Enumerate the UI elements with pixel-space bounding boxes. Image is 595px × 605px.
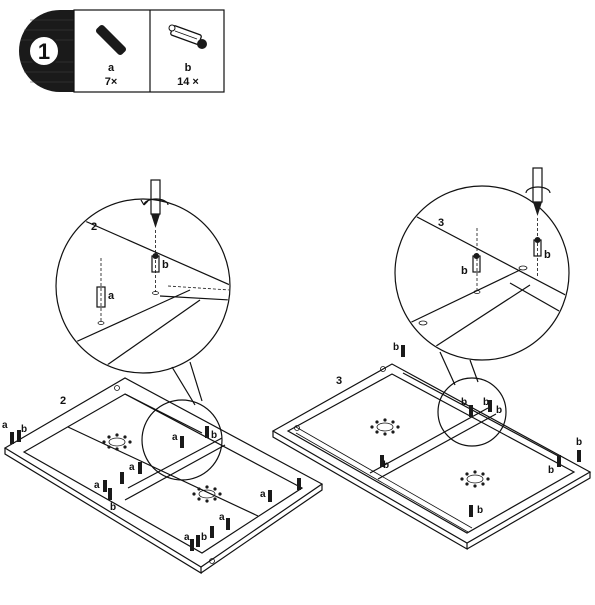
callout-b: b [483,397,489,408]
rosette-icon [370,418,400,436]
callout-b: b [477,505,483,516]
part-a-qty: 7× [105,76,118,88]
fastener-group-left [10,426,301,551]
connector-b-zoom-left [151,253,160,273]
callout-a-zoom-left: a [108,290,115,302]
connector-b-zoom-right-2 [472,253,481,273]
left-zoom-label: 2 [91,221,97,233]
callout-a: a [184,532,190,543]
callout-a: a [219,512,225,523]
right-board: 3 b b b b b b b b [271,342,592,551]
callout-a: a [129,462,135,473]
left-board-label: 2 [60,395,66,407]
step-number: 1 [38,39,50,64]
callout-b: b [21,424,27,435]
callout-a: a [94,480,100,491]
fastener-group-right [380,345,581,517]
connector-b-icon [168,24,207,49]
rosette-icon [102,433,132,451]
callout-b: b [496,405,502,416]
screwdriver-icon [525,167,551,216]
callout-b: b [576,437,582,448]
part-b-letter: b [185,62,192,74]
left-zoom-detail: 2 b a [55,179,231,374]
callout-a: a [2,420,8,431]
callout-b: b [383,460,389,471]
dowel-a-icon [95,24,127,56]
right-board-label: 3 [336,375,342,387]
step-badge: 1 [19,10,74,92]
right-zoom-label: 3 [438,217,444,229]
callout-b: b [461,397,467,408]
callout-b-zoom-right-2: b [461,265,468,277]
rosette-icon [460,470,490,488]
connector-b-zoom-right [533,237,542,257]
callout-b: b [548,465,554,476]
screwdriver-icon [140,179,169,228]
callout-a: a [260,489,266,500]
callout-b: b [201,532,207,543]
dowel-a-zoom-left [96,286,106,308]
callout-b: b [110,502,116,513]
rosette-icon [192,485,222,503]
callout-b: b [211,430,217,441]
callout-b: b [393,342,399,353]
parts-box: a 7× b 14 × [73,9,225,93]
callout-b-zoom-left: b [162,259,169,271]
part-a-letter: a [108,62,115,74]
callout-a: a [172,432,178,443]
right-zoom-detail: 3 b b [394,167,570,361]
part-b-qty: 14 × [177,76,199,88]
left-board: 2 a b a b a b a a a b a [2,377,324,575]
callout-b-zoom-right: b [544,249,551,261]
